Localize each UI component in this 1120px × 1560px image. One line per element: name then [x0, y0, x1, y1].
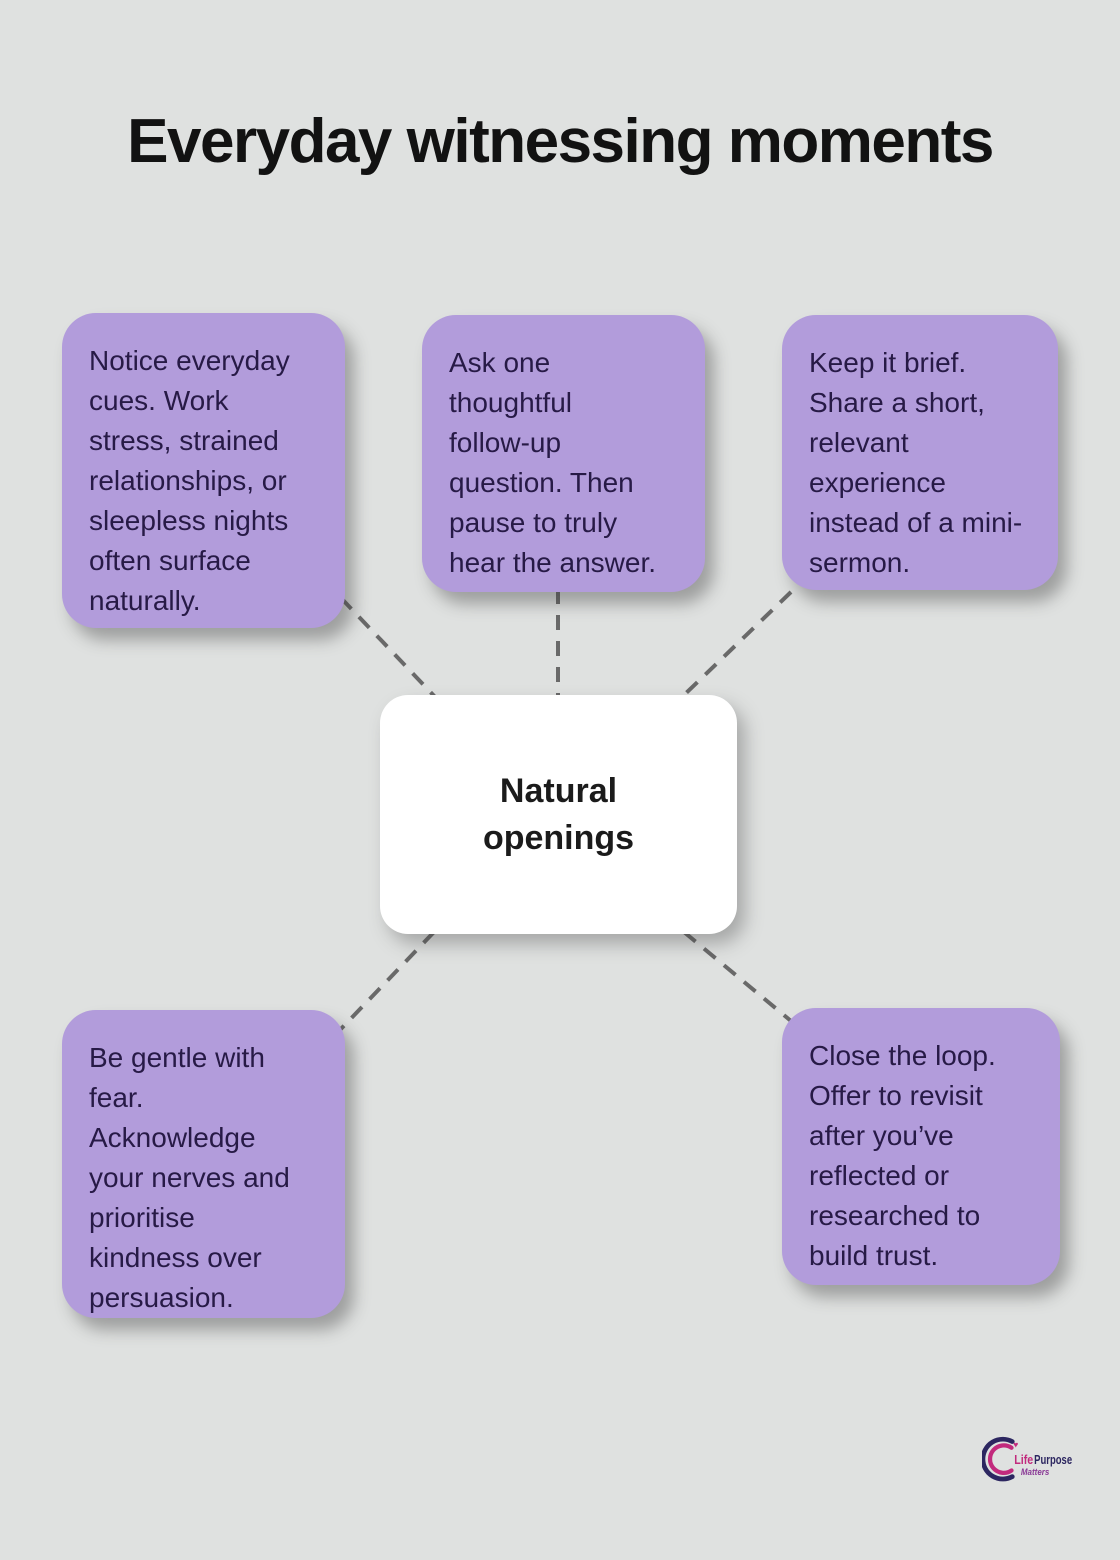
- connector-top-right: [679, 590, 793, 700]
- connector-bottom-left: [336, 930, 436, 1034]
- logo-brand-purpose: Purpose: [1034, 1452, 1072, 1467]
- page-title: Everyday witnessing moments: [127, 107, 994, 176]
- logo-brand-life: Life: [1014, 1452, 1033, 1467]
- center-node-label: Natural openings: [482, 771, 635, 857]
- node-close-the-loop: Close the loop. Offer to revisit after y…: [782, 1008, 1060, 1285]
- node-be-gentle-with-fear: Be gentle with fear. Acknowledge your ne…: [62, 1010, 345, 1318]
- logo-tagline-matters: Matters: [1021, 1467, 1049, 1478]
- brand-logo: ♥ Life Purpose Matters: [980, 1432, 1074, 1490]
- logo-heart-icon: ♥: [1013, 1440, 1018, 1450]
- node-ask-followup-question: Ask one thoughtful follow-up question. T…: [422, 315, 705, 592]
- node-notice-everyday-cues: Notice everyday cues. Work stress, strai…: [62, 313, 345, 628]
- node-keep-it-brief: Keep it brief. Share a short, relevant e…: [782, 315, 1058, 590]
- logo-inner-swoosh-icon: [987, 1443, 1014, 1475]
- center-node-natural-openings: Natural openings: [380, 695, 737, 934]
- connector-bottom-right: [682, 930, 793, 1023]
- connector-top-left: [339, 596, 439, 701]
- logo-outer-swoosh-icon: [980, 1436, 1015, 1482]
